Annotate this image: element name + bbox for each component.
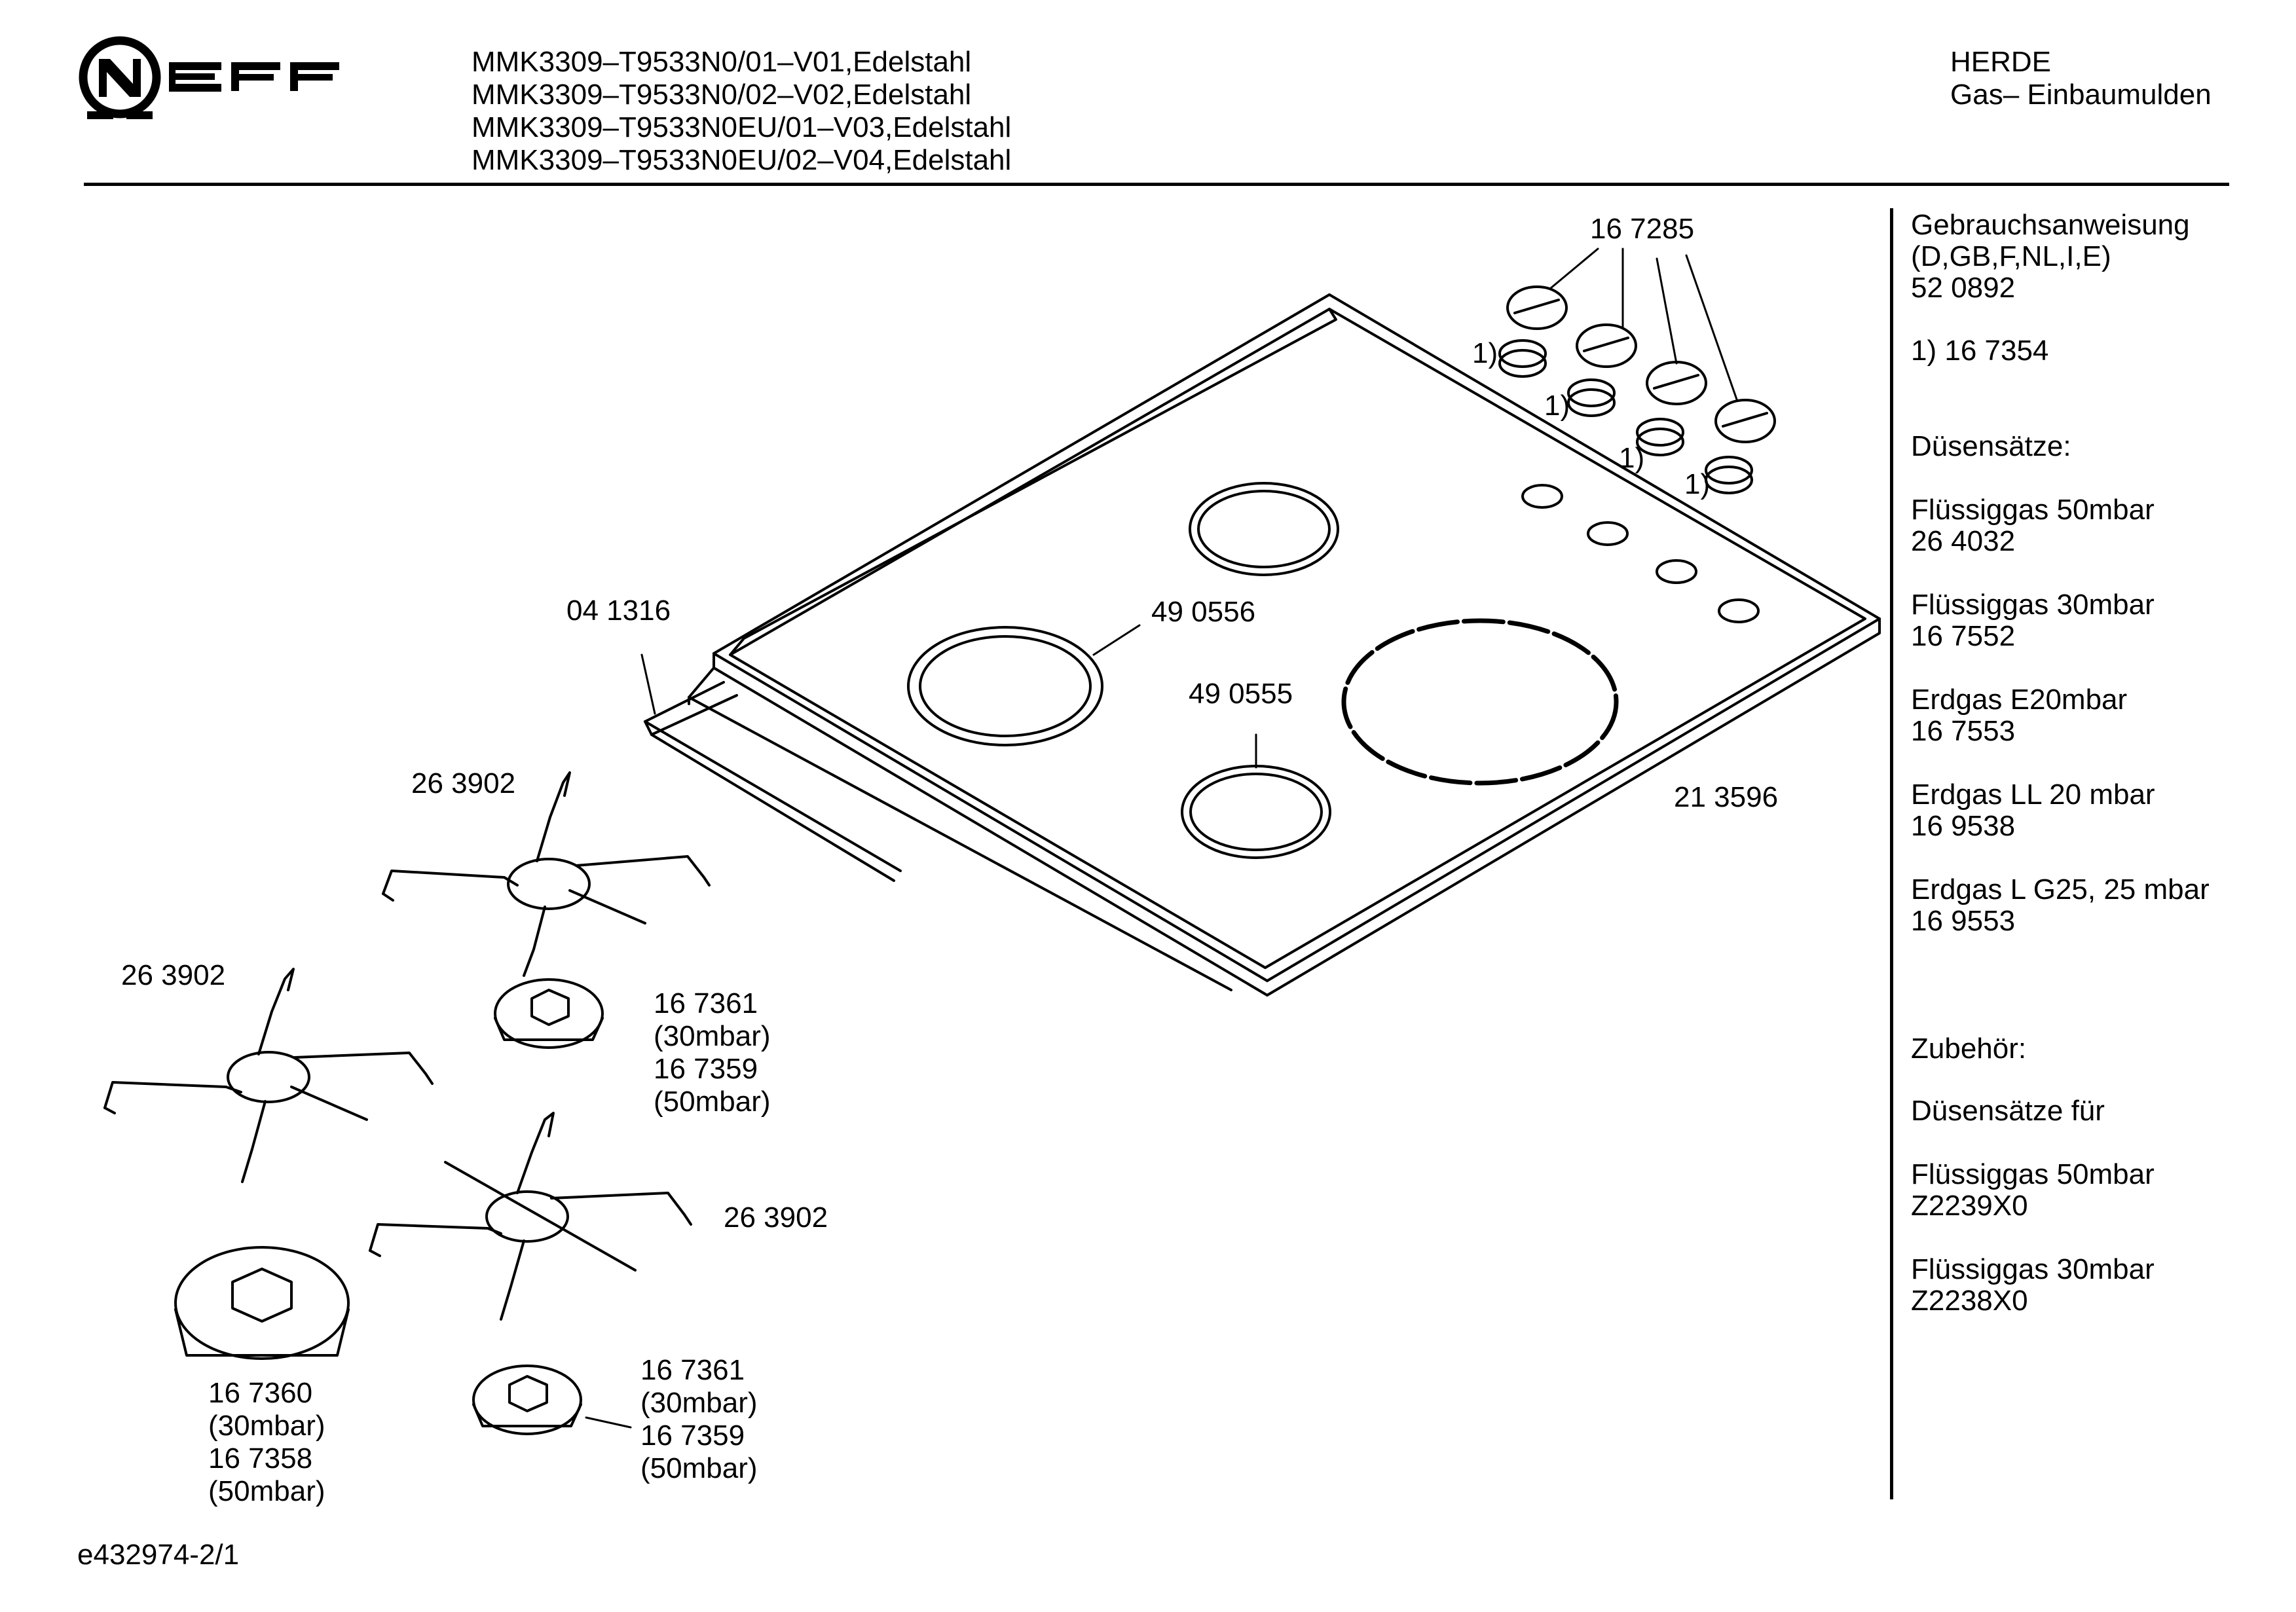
nozzle-name: Flüssiggas 50mbar xyxy=(1911,494,2155,526)
label-grid-3: 26 3902 xyxy=(724,1201,828,1234)
sidebar-accessories-heading: Zubehör: xyxy=(1911,1033,2027,1065)
model-line: MMK3309–T9533N0EU/01–V03,Edelstahl xyxy=(472,111,1012,143)
header-rule xyxy=(84,183,2229,186)
sidebar-accessories-sub: Düsensätze für xyxy=(1911,1095,2105,1127)
seal-frame xyxy=(644,681,902,882)
nozzle-name: Erdgas LL 20 mbar xyxy=(1911,779,2155,811)
cap-part-no: 16 7359 xyxy=(654,1053,758,1085)
accessory-no: Z2238X0 xyxy=(1911,1285,2028,1317)
nozzle-name: Erdgas E20mbar xyxy=(1911,684,2128,716)
pan-support-2 xyxy=(103,968,434,1183)
burner-cap-big xyxy=(174,1246,350,1360)
doc-id: e432974-2/1 xyxy=(77,1539,240,1571)
model-line: MMK3309–T9533N0EU/02–V04,Edelstahl xyxy=(472,144,1012,176)
sidebar-note: 1) 16 7354 xyxy=(1911,335,2049,367)
cap-variant: (30mbar) xyxy=(640,1387,758,1419)
label-knob-ring-note: 1) xyxy=(1472,337,1498,369)
sidebar-divider xyxy=(1890,208,1893,1499)
label-ring-small: 49 0555 xyxy=(1189,678,1293,710)
nozzle-no: 16 9553 xyxy=(1911,905,2016,937)
ring-top xyxy=(1189,482,1339,576)
category: HERDE xyxy=(1950,46,2052,78)
knob-hole xyxy=(1587,521,1629,546)
knob xyxy=(1576,323,1637,368)
hob-cooktop xyxy=(688,293,1881,997)
nozzle-no: 26 4032 xyxy=(1911,525,2016,557)
accessory-name: Flüssiggas 30mbar xyxy=(1911,1253,2155,1285)
knob-hole xyxy=(1656,559,1697,584)
model-line: MMK3309–T9533N0/01–V01,Edelstahl xyxy=(472,46,972,78)
nozzle-no: 16 7552 xyxy=(1911,620,2016,652)
knob-ring xyxy=(1636,418,1684,456)
cap-variant: (30mbar) xyxy=(208,1410,325,1442)
cap-variant: (30mbar) xyxy=(654,1020,771,1052)
cap-part-no: 16 7360 xyxy=(208,1377,313,1409)
cap-part-no: 16 7361 xyxy=(654,987,758,1019)
knob xyxy=(1646,361,1707,405)
cap-variant: (50mbar) xyxy=(208,1475,325,1507)
label-seal: 04 1316 xyxy=(566,595,671,627)
cap-variant: (50mbar) xyxy=(654,1086,771,1118)
label-knob-ring-note: 1) xyxy=(1619,442,1645,474)
knob-hole xyxy=(1521,484,1563,509)
brand-logo xyxy=(77,33,352,128)
ring-large xyxy=(907,626,1103,746)
burner-cap-low xyxy=(472,1365,582,1435)
neff-logo-icon xyxy=(79,36,339,119)
cap-part-no: 16 7361 xyxy=(640,1354,745,1386)
cap-part-no: 16 7359 xyxy=(640,1420,745,1452)
label-ring-large: 49 0556 xyxy=(1151,596,1256,628)
leader-lines xyxy=(585,247,1738,1429)
label-knobs: 16 7285 xyxy=(1590,213,1695,245)
label-grid-2: 26 3902 xyxy=(121,959,226,991)
pan-support-3 xyxy=(369,1112,692,1321)
cap-variant: (50mbar) xyxy=(640,1452,758,1484)
knob-hole xyxy=(1718,598,1760,623)
model-line: MMK3309–T9533N0/02–V02,Edelstahl xyxy=(472,79,972,111)
pan-support-1 xyxy=(382,771,711,977)
label-cap-big: 16 7360 (30mbar) 16 7358 (50mbar) xyxy=(208,1377,325,1508)
knob-ring xyxy=(1705,456,1753,494)
nozzle-no: 16 7553 xyxy=(1911,715,2016,747)
label-grid-1: 26 3902 xyxy=(411,767,516,799)
knob xyxy=(1506,285,1568,330)
burner-cap-mid xyxy=(494,978,604,1049)
ring-small xyxy=(1181,765,1331,859)
label-hob: 21 3596 xyxy=(1674,781,1779,813)
label-cap-mid: 16 7361 (30mbar) 16 7359 (50mbar) xyxy=(654,987,771,1118)
sidebar-manual-langs: (D,GB,F,NL,I,E) xyxy=(1911,240,2111,272)
knob xyxy=(1714,399,1776,443)
nozzle-name: Flüssiggas 30mbar xyxy=(1911,589,2155,621)
sidebar-manual-no: 52 0892 xyxy=(1911,272,2016,304)
model-list: MMK3309–T9533N0/01–V01,Edelstahl MMK3309… xyxy=(472,46,1011,177)
label-cap-low: 16 7361 (30mbar) 16 7359 (50mbar) xyxy=(640,1354,758,1485)
category-block: HERDE Gas– Einbaumulden xyxy=(1950,46,2212,111)
sidebar-manual-title: Gebrauchsanweisung xyxy=(1911,209,2190,241)
cap-part-no: 16 7358 xyxy=(208,1442,313,1475)
subcategory: Gas– Einbaumulden xyxy=(1950,79,2212,111)
knob-ring xyxy=(1498,339,1547,378)
accessory-no: Z2239X0 xyxy=(1911,1190,2028,1222)
nozzle-no: 16 9538 xyxy=(1911,810,2016,842)
sidebar-nozzle-heading: Düsensätze: xyxy=(1911,430,2071,462)
label-knob-ring-note: 1) xyxy=(1684,468,1711,500)
label-knob-ring-note: 1) xyxy=(1544,390,1570,422)
ring-wok xyxy=(1341,618,1619,786)
accessory-name: Flüssiggas 50mbar xyxy=(1911,1158,2155,1190)
nozzle-name: Erdgas L G25, 25 mbar xyxy=(1911,873,2210,906)
knob-ring xyxy=(1567,378,1616,417)
